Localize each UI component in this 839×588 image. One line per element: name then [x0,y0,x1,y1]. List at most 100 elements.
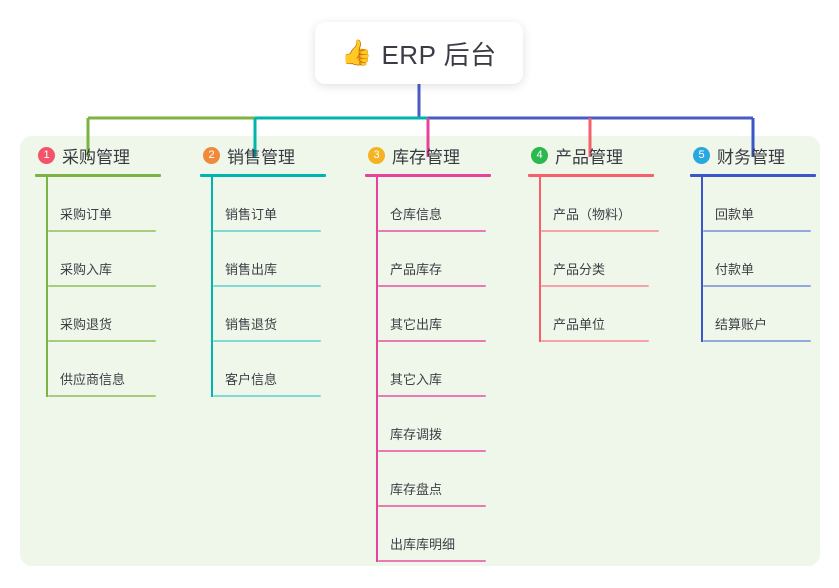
branch-item-label: 库存调拨 [390,427,443,442]
branch-items-3: 仓库信息产品库存其它出库其它入库库存调拨库存盘点出库库明细 [376,177,528,562]
branch-title-rule-5 [690,174,816,177]
branch-item-label: 库存盘点 [390,482,443,497]
branch-badge-2: 2 [203,146,220,164]
branch-item[interactable]: 采购入库 [48,232,156,287]
branch-column-2[interactable]: 2 销售管理 销售订单销售出库销售退货客户信息 [200,136,363,397]
branch-item[interactable]: 采购退货 [48,287,156,342]
branch-item[interactable]: 销售订单 [213,177,321,232]
branch-spine-2 [211,177,213,397]
branch-item-label: 其它出库 [390,317,443,332]
branch-item[interactable]: 产品单位 [541,287,649,342]
root-node[interactable]: 👍 ERP 后台 [315,22,523,84]
branch-item-label: 产品单位 [553,317,606,332]
branch-item-label: 其它入库 [390,372,443,387]
branch-item[interactable]: 结算账户 [703,287,811,342]
branch-title-row-1[interactable]: 1 采购管理 [35,136,198,174]
branch-item-rule [378,340,486,342]
branch-item-rule [378,505,486,507]
root-node-label: ERP 后台 [381,39,497,70]
branch-item-label: 采购订单 [60,207,113,222]
branch-items-2: 销售订单销售出库销售退货客户信息 [211,177,363,397]
branch-item[interactable]: 库存调拨 [378,397,486,452]
branch-item[interactable]: 产品（物料） [541,177,659,232]
branch-item-rule [48,285,156,287]
branch-item-rule [378,285,486,287]
branch-title-5: 财务管理 [717,147,785,167]
branch-item-label: 产品库存 [390,262,443,277]
branch-item-rule [703,285,811,287]
branch-item-label: 产品分类 [553,262,606,277]
branch-column-5[interactable]: 5 财务管理 回款单付款单结算账户 [690,136,839,342]
branch-item-label: 回款单 [715,207,755,222]
branch-item-label: 产品（物料） [553,207,632,222]
branch-items-4: 产品（物料） 产品分类产品单位 [539,177,691,342]
branch-items-1: 采购订单采购入库采购退货供应商信息 [46,177,198,397]
branch-title-row-4[interactable]: 4 产品管理 [528,136,691,174]
branch-badge-1: 1 [38,146,55,164]
branch-title-rule-1 [35,174,161,177]
branch-spine-3 [376,177,378,562]
branch-item-rule [541,230,659,232]
branch-item-label: 销售退货 [225,317,278,332]
branch-item[interactable]: 仓库信息 [378,177,486,232]
branch-item-label: 采购入库 [60,262,113,277]
branch-item-label: 销售出库 [225,262,278,277]
branch-item-label: 销售订单 [225,207,278,222]
branch-badge-5: 5 [693,146,710,164]
branch-item[interactable]: 客户信息 [213,342,321,397]
branch-item-rule [213,285,321,287]
branch-spine-1 [46,177,48,397]
branch-item-rule [703,340,811,342]
branch-title-rule-3 [365,174,491,177]
thumbs-up-icon: 👍 [341,38,373,67]
branch-item[interactable]: 其它入库 [378,342,486,397]
branch-title-row-5[interactable]: 5 财务管理 [690,136,839,174]
branch-spine-4 [539,177,541,342]
branch-item-label: 客户信息 [225,372,278,387]
branch-column-4[interactable]: 4 产品管理 产品（物料） 产品分类产品单位 [528,136,691,342]
branch-item-rule [213,230,321,232]
branch-item-label: 采购退货 [60,317,113,332]
branch-item-rule [48,230,156,232]
branch-item[interactable]: 库存盘点 [378,452,486,507]
branch-badge-3: 3 [368,146,385,164]
branches-panel [20,136,820,566]
branch-item[interactable]: 采购订单 [48,177,156,232]
branch-spine-5 [701,177,703,342]
branch-item[interactable]: 出库库明细 [378,507,486,562]
branch-item[interactable]: 付款单 [703,232,811,287]
branch-column-3[interactable]: 3 库存管理 仓库信息产品库存其它出库其它入库库存调拨库存盘点出库库明细 [365,136,528,562]
branch-item[interactable]: 其它出库 [378,287,486,342]
branch-title-row-2[interactable]: 2 销售管理 [200,136,363,174]
branch-item[interactable]: 销售出库 [213,232,321,287]
branch-columns: 1 采购管理 采购订单采购入库采购退货供应商信息 2 销售管理 销售订单销售出库… [20,136,820,566]
branch-title-1: 采购管理 [62,147,130,167]
branch-item-rule [703,230,811,232]
branch-items-5: 回款单付款单结算账户 [701,177,839,342]
branch-item-rule [48,395,156,397]
branch-item-rule [378,230,486,232]
branch-item-label: 付款单 [715,262,755,277]
branch-item-label: 仓库信息 [390,207,443,222]
branch-item-label: 出库库明细 [390,537,456,552]
branch-item-rule [378,450,486,452]
branch-item[interactable]: 产品库存 [378,232,486,287]
branch-item-rule [213,340,321,342]
branch-title-4: 产品管理 [555,147,623,167]
branch-item-rule [378,395,486,397]
branch-title-rule-4 [528,174,654,177]
branch-column-1[interactable]: 1 采购管理 采购订单采购入库采购退货供应商信息 [35,136,198,397]
branch-item-rule [541,285,649,287]
branch-item[interactable]: 产品分类 [541,232,649,287]
branch-item[interactable]: 供应商信息 [48,342,156,397]
branch-title-2: 销售管理 [227,147,295,167]
branch-item[interactable]: 销售退货 [213,287,321,342]
branch-item-rule [213,395,321,397]
branch-title-3: 库存管理 [392,147,460,167]
branch-title-row-3[interactable]: 3 库存管理 [365,136,528,174]
branch-item[interactable]: 回款单 [703,177,811,232]
branch-item-rule [48,340,156,342]
branch-badge-4: 4 [531,146,548,164]
branch-title-rule-2 [200,174,326,177]
